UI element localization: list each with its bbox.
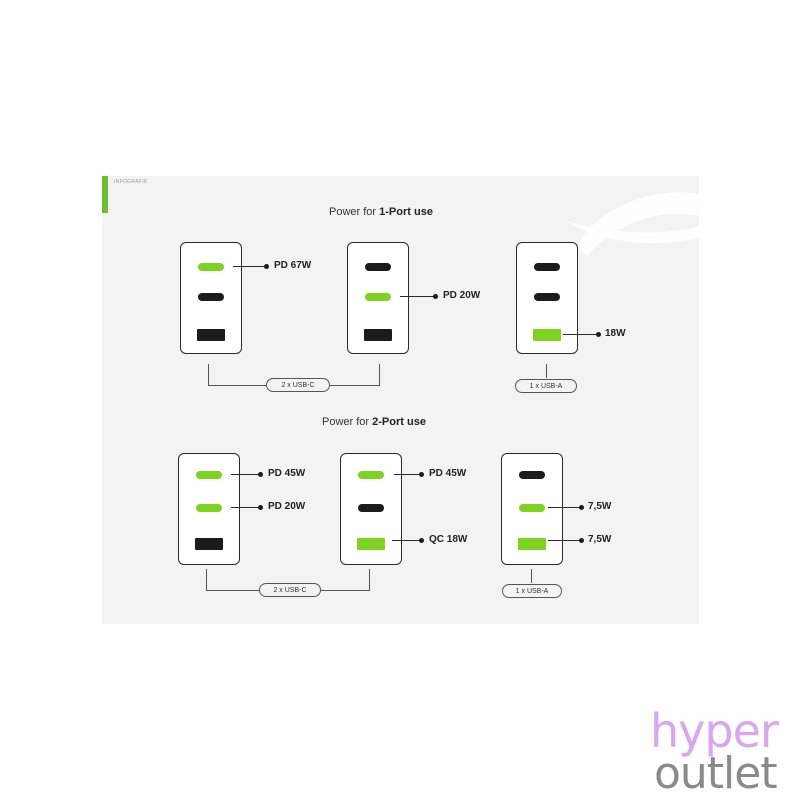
section-title-prefix: Power for — [329, 206, 380, 218]
charger-2port-c — [501, 453, 563, 565]
port-label-pd-20w: PD 20W — [268, 501, 306, 512]
connector-line — [400, 294, 438, 300]
connector-line — [548, 538, 584, 544]
connector-dot — [579, 538, 584, 544]
usb-c-port-1 — [519, 471, 545, 479]
group-bracket — [206, 590, 261, 592]
group-bracket — [321, 590, 370, 592]
watermark-line-2: outlet — [654, 748, 778, 799]
port-label-18w: 18W — [605, 328, 626, 339]
port-label-7-5w: 7,5W — [588, 534, 612, 545]
charger-2port-b — [340, 453, 402, 565]
connector-line — [394, 472, 424, 478]
usb-a-port-active — [357, 538, 385, 550]
usb-a-port-active — [518, 538, 546, 550]
corner-label: INFOGRAFIK — [114, 179, 148, 185]
usb-a-port — [195, 538, 223, 550]
port-label-pd-45w: PD 45W — [268, 468, 306, 479]
connector-dot — [419, 538, 424, 544]
connector-line — [231, 505, 263, 511]
connector-dot — [579, 505, 584, 511]
watermark-line-1: hyper — [650, 704, 779, 758]
connector-line — [233, 264, 269, 270]
connector-dot — [258, 505, 263, 511]
brand-swoosh-logo — [567, 192, 699, 256]
connector-dot — [258, 472, 263, 478]
group-pill-usb-a: 1 x USB-A — [502, 584, 562, 598]
charger-1port-b — [347, 242, 409, 354]
group-pill-usb-a: 1 x USB-A — [515, 379, 577, 393]
section-title-2-port: Power for 2-Port use — [322, 416, 426, 428]
port-label-qc-18w: QC 18W — [429, 534, 468, 545]
usb-c-port-2-active — [196, 504, 222, 512]
connector-dot — [264, 264, 269, 270]
usb-c-port-2-active — [365, 293, 391, 301]
charger-2port-a — [178, 453, 240, 565]
usb-c-port-2 — [534, 293, 560, 301]
usb-c-port-1-active — [196, 471, 222, 479]
group-bracket — [369, 569, 371, 591]
usb-c-port-1 — [534, 263, 560, 271]
section-title-1-port: Power for 1-Port use — [329, 206, 433, 218]
port-label-7-5w: 7,5W — [588, 501, 612, 512]
hyper-outlet-watermark: hyper outlet — [650, 708, 796, 800]
group-bracket — [531, 569, 533, 583]
section-title-bold: 1-Port use — [379, 206, 433, 218]
usb-a-port — [364, 329, 392, 341]
connector-dot — [433, 294, 438, 300]
connector-line — [231, 472, 263, 478]
port-label-pd-45w: PD 45W — [429, 468, 467, 479]
port-label-pd-67w: PD 67W — [274, 260, 312, 271]
connector-line — [548, 505, 584, 511]
usb-c-port-1-active — [358, 471, 384, 479]
usb-c-port-2-active — [519, 504, 545, 512]
port-label-pd-20w: PD 20W — [443, 290, 481, 301]
section-title-bold: 2-Port use — [372, 416, 426, 428]
accent-bar — [102, 176, 108, 213]
connector-line — [563, 332, 601, 338]
infographic-panel: INFOGRAFIK Power for 1-Port use PD 67W P… — [102, 176, 699, 624]
usb-c-port-2 — [358, 504, 384, 512]
usb-c-port-1 — [365, 263, 391, 271]
usb-c-port-2 — [198, 293, 224, 301]
group-pill-usb-c: 2 x USB-C — [259, 583, 321, 597]
group-bracket — [208, 385, 266, 387]
group-bracket — [330, 385, 380, 387]
group-bracket — [546, 364, 548, 378]
charger-1port-a — [180, 242, 242, 354]
usb-a-port — [197, 329, 225, 341]
group-bracket — [379, 364, 381, 386]
usb-c-port-1-active — [198, 263, 224, 271]
usb-a-port-active — [533, 329, 561, 341]
connector-dot — [596, 332, 601, 338]
connector-line — [392, 538, 424, 544]
charger-1port-c — [516, 242, 578, 354]
group-pill-usb-c: 2 x USB-C — [266, 378, 330, 392]
group-bracket — [208, 364, 210, 386]
section-title-prefix: Power for — [322, 416, 373, 428]
group-bracket — [206, 569, 208, 591]
connector-dot — [419, 472, 424, 478]
